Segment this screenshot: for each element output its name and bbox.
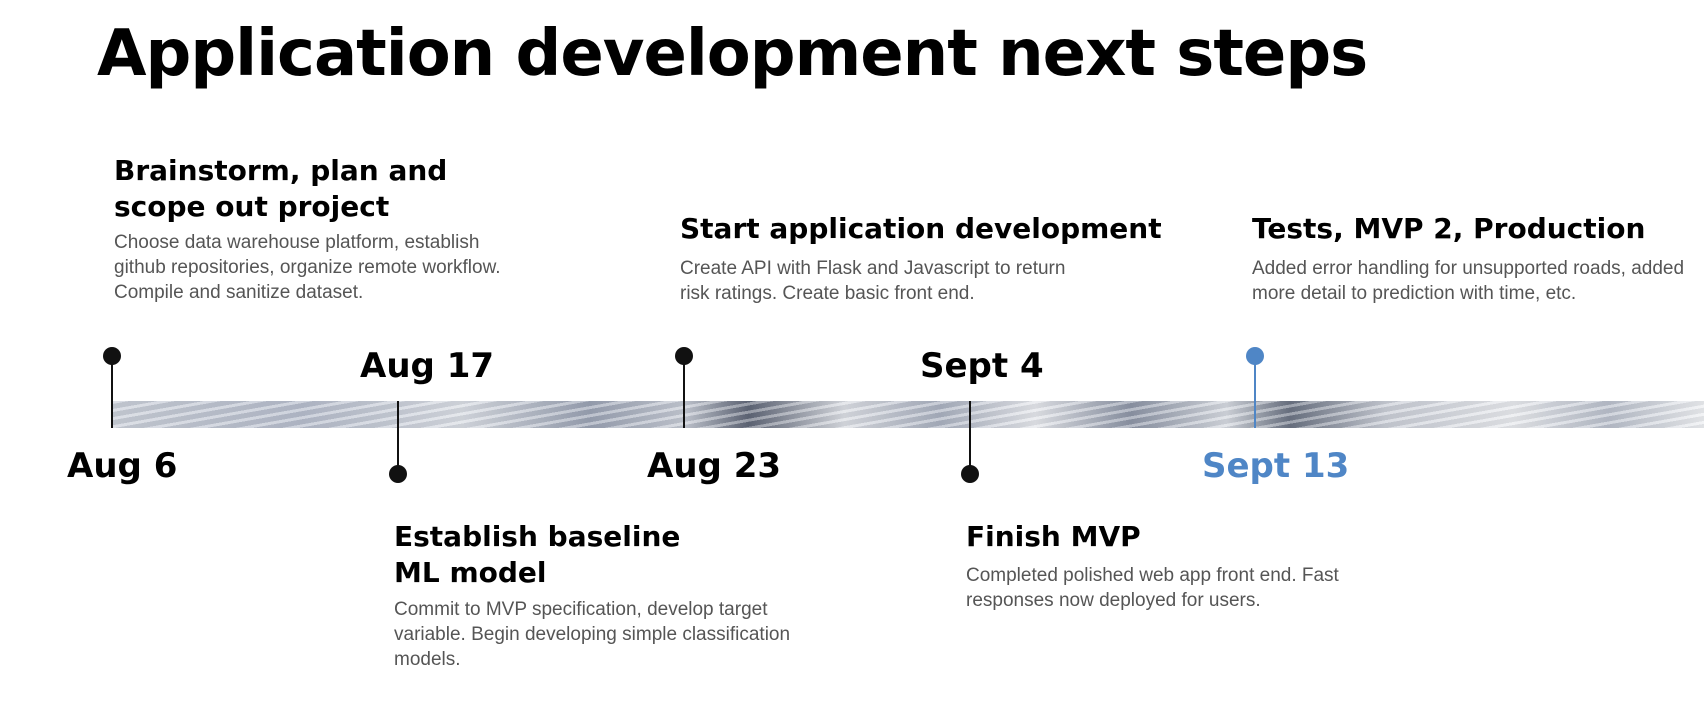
milestone-date: Aug 17 <box>360 346 495 386</box>
milestone-description: Commit to MVP specification, develop tar… <box>394 599 791 670</box>
milestone-description: Choose data warehouse platform, establis… <box>114 232 501 303</box>
milestone-description: Completed polished web app front end. Fa… <box>966 565 1339 611</box>
milestone-stem <box>1254 356 1256 428</box>
milestone-stem <box>397 401 399 473</box>
milestone-stem <box>683 356 685 428</box>
milestone-stem <box>969 401 971 473</box>
milestone-date: Aug 6 <box>67 446 178 486</box>
milestone-dot <box>389 465 407 483</box>
milestone-title: Brainstorm, plan and scope out project <box>114 154 448 223</box>
milestone-date: Aug 23 <box>647 446 782 486</box>
page-title: Application development next steps <box>97 17 1368 91</box>
milestone-description: Added error handling for unsupported roa… <box>1252 258 1685 304</box>
milestone-title: Finish MVP <box>966 520 1141 553</box>
milestone-date: Sept 4 <box>920 346 1044 386</box>
milestone-title: Tests, MVP 2, Production <box>1252 212 1646 245</box>
timeline-band <box>112 401 1704 428</box>
milestone-date: Sept 13 <box>1202 446 1350 486</box>
milestone-title: Start application development <box>680 212 1162 245</box>
milestone-title: Establish baseline ML model <box>394 520 681 589</box>
milestone-stem <box>111 356 113 428</box>
milestone-dot <box>103 347 121 365</box>
milestone-dot <box>675 347 693 365</box>
milestone-description: Create API with Flask and Javascript to … <box>680 258 1066 304</box>
milestone-dot <box>961 465 979 483</box>
milestone-dot <box>1246 347 1264 365</box>
